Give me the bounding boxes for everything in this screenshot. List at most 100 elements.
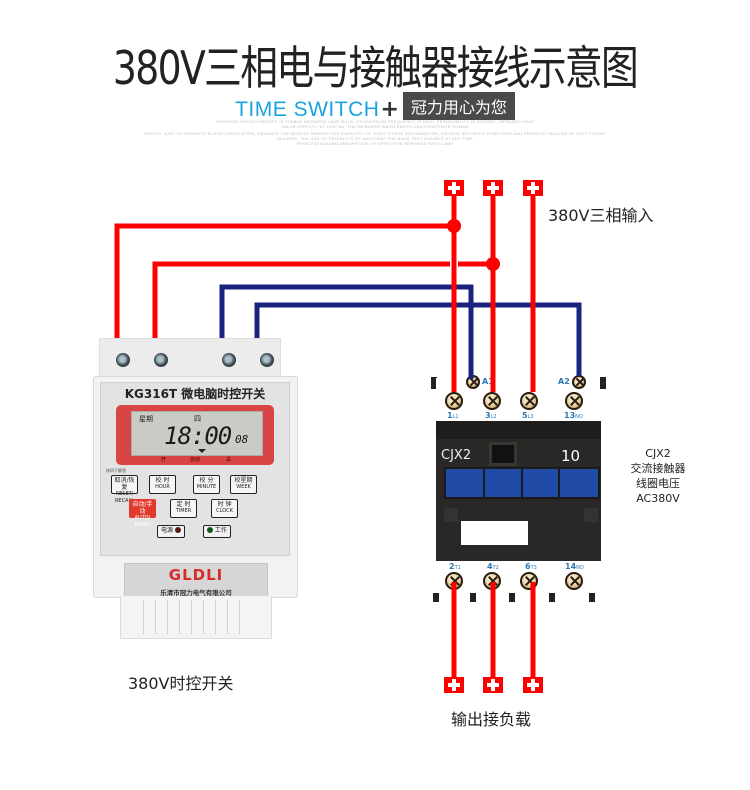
- terminal-num: 3: [485, 411, 491, 420]
- screw-terminal: [116, 353, 130, 367]
- mode-on: 开: [161, 457, 167, 463]
- timer-supply-l1: [114, 223, 454, 340]
- output-load-label: 输出接负载: [451, 710, 532, 729]
- screw-terminal: [154, 353, 168, 367]
- terminal-13-no[interactable]: [565, 392, 583, 410]
- subtitle: TIME SWITCH+冠力用心为您: [0, 92, 750, 122]
- terminal-label: 14NO: [565, 562, 584, 571]
- mounting-ear: [600, 377, 606, 389]
- desc-line: AC380V: [636, 492, 680, 505]
- button-cn-label: 取消/恢复: [114, 477, 135, 491]
- timer-body: KG316T 微电脑时控开关 星期 四 18:00 08 开 自动 关 按四下解…: [93, 376, 298, 603]
- lcd-frame: 星期 四 18:00 08 开 自动 关: [116, 405, 274, 465]
- grill-line: [191, 600, 192, 634]
- base-foot: [589, 593, 595, 602]
- button-en-label: AUTO/ MANU: [134, 515, 151, 528]
- terminal-5-l3[interactable]: [520, 392, 538, 410]
- terminal-num: 2: [449, 562, 455, 571]
- fine-print-line: INJURIES, THE USE OF PRODUCTS OF MATCHIN…: [276, 136, 474, 141]
- timer-switch-device: KG316T 微电脑时控开关 星期 四 18:00 08 开 自动 关 按四下解…: [93, 338, 298, 639]
- indicator-window: [489, 442, 517, 466]
- terminal-sub: L1: [452, 414, 459, 420]
- subtitle-english: TIME SWITCH: [235, 98, 380, 121]
- terminal-1-l1[interactable]: [445, 392, 463, 410]
- screw-terminal: [222, 353, 236, 367]
- input-plus-icon: [444, 180, 464, 196]
- grill-line: [227, 600, 228, 634]
- body-band: [436, 421, 601, 439]
- ac-contactor: A1 A2 1L1 3L2 5L3 13NO CJX2 10 2T1 4T2 6…: [431, 365, 606, 602]
- terminal-label: 3L2: [485, 411, 497, 420]
- lcd-seconds: 08: [235, 433, 249, 446]
- page-title: 380V三相电与接触器接线示意图: [112, 41, 639, 95]
- terminal-sub: NO: [576, 565, 584, 571]
- terminal-sub: T1: [454, 565, 461, 571]
- desc-line: 交流接触器: [630, 462, 686, 475]
- terminal-14-no[interactable]: [565, 572, 583, 590]
- terminal-num: 5: [522, 411, 528, 420]
- work-indicator-label: 工作: [214, 527, 227, 534]
- terminal-3-l2[interactable]: [483, 392, 501, 410]
- mode-off: 关: [226, 457, 232, 463]
- timer-faceplate: KG316T 微电脑时控开关 星期 四 18:00 08 开 自动 关 按四下解…: [100, 382, 290, 556]
- fine-print-line: PENETRATION AND ABSORPTION OF EFFECTIVE …: [296, 141, 454, 146]
- terminal-sub: L2: [490, 414, 497, 420]
- base-foot: [549, 593, 555, 602]
- carrier-divider: [483, 469, 485, 497]
- contactor-model: CJX2: [441, 448, 472, 463]
- screw-terminal: [260, 353, 274, 367]
- press-hint: 按四下解锁: [106, 468, 126, 473]
- lcd-week-label: 星期: [139, 415, 153, 423]
- button-en-label: CLOCK: [216, 508, 233, 514]
- terminal-num: 13: [564, 411, 576, 420]
- input-plus-icon: [523, 180, 543, 196]
- fine-print-line: DEEPLY, JUST TO PROMOTE BLOOD CIRCULATIO…: [144, 131, 606, 136]
- button-cn-label: 校 分: [199, 477, 214, 484]
- desc-line: CJX2: [645, 447, 671, 460]
- desc-line: 线圈电压: [636, 477, 680, 490]
- contactor-description: CJX2 交流接触器 线圈电压 AC380V: [614, 446, 702, 506]
- terminal-a2-label: A2: [558, 377, 570, 386]
- button-cn-label: 自动/手动: [132, 501, 153, 515]
- contactor-body: CJX2 10: [436, 421, 601, 561]
- fine-print-line: INFRARED PHYSIOTHERAPY IS VISIBLE INFRAR…: [215, 119, 535, 124]
- carrier-divider: [558, 469, 560, 497]
- lcd-display: 星期 四 18:00 08: [131, 411, 263, 456]
- label-plate: [461, 521, 528, 545]
- output-plus-icon: [483, 677, 503, 693]
- timer-model: KG316T 微电脑时控开关: [124, 387, 266, 401]
- body-mark: [584, 508, 598, 522]
- terminal-num: 14: [565, 562, 577, 571]
- grill-line: [239, 600, 240, 634]
- terminal-label: 5L3: [522, 411, 534, 420]
- power-indicator-label: 电源: [161, 527, 174, 534]
- junction-dot: [447, 219, 461, 233]
- timer-caption: 380V时控开关: [128, 674, 234, 693]
- input-plus-icon: [483, 180, 503, 196]
- work-indicator: 工作: [203, 525, 231, 538]
- lcd-time: 18:00: [164, 422, 232, 450]
- timer-terminal-block: [99, 338, 281, 380]
- grill-line: [203, 600, 204, 634]
- button-en-label: WEEK: [236, 484, 251, 490]
- base-foot: [470, 593, 476, 602]
- coil-wire-a1: [219, 284, 474, 379]
- contact-carrier: [444, 467, 600, 499]
- brand-logo: GLDLI: [168, 566, 224, 584]
- grill-line: [167, 600, 168, 634]
- carrier-divider: [521, 469, 523, 497]
- junction-dot: [486, 257, 500, 271]
- terminal-num: 6: [525, 562, 531, 571]
- button-cn-label: 时 钟: [217, 501, 232, 508]
- grill-line: [143, 600, 144, 634]
- base-foot: [433, 593, 439, 602]
- power-indicator: 电源: [157, 525, 185, 538]
